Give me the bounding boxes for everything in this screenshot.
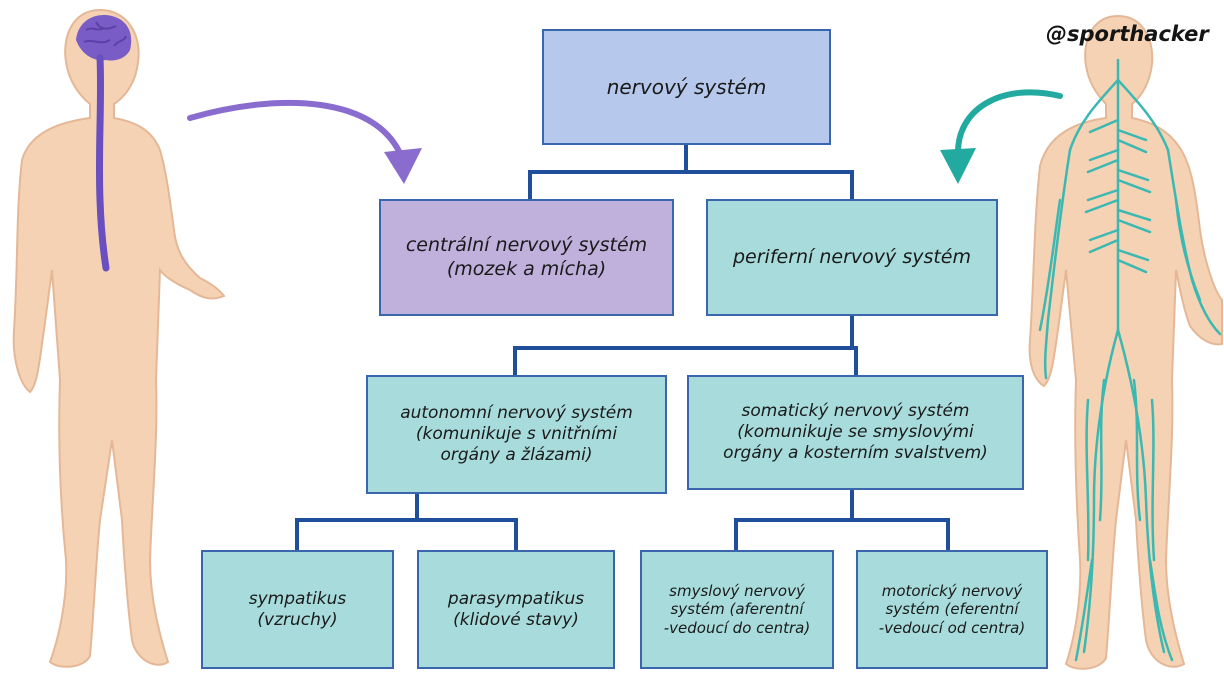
brain-folds bbox=[83, 21, 127, 47]
connector-pns-level2 bbox=[513, 316, 858, 376]
node-sympathetic-line-1: sympatikus bbox=[248, 588, 347, 609]
pns-arrow bbox=[940, 89, 1063, 184]
node-motor-line-3: -vedoucí od centra) bbox=[878, 618, 1026, 637]
node-ans-line-3: orgány a žlázami) bbox=[440, 444, 593, 465]
node-sns-line-1: somatický nervový systém bbox=[741, 401, 970, 422]
node-motor-nervous-system: motorický nervový systém (eferentní -ved… bbox=[856, 550, 1048, 669]
connector-ans-level3 bbox=[295, 494, 518, 550]
cns-human-figure bbox=[12, 8, 226, 668]
node-pns-line-1: periferní nervový systém bbox=[732, 245, 972, 268]
node-sympathetic-line-2: (vzruchy) bbox=[257, 609, 338, 630]
node-ans-line-1: autonomní nervový systém bbox=[400, 403, 633, 424]
node-central-nervous-system: centrální nervový systém (mozek a mícha) bbox=[379, 199, 674, 316]
connector-sns-level3 bbox=[734, 490, 950, 550]
connector-root-level1 bbox=[528, 145, 854, 200]
watermark: @sporthacker bbox=[1046, 22, 1209, 46]
node-motor-line-1: motorický nervový bbox=[881, 582, 1023, 601]
node-ans-line-2: (komunikuje s vnitřními bbox=[415, 424, 618, 445]
node-autonomic-nervous-system: autonomní nervový systém (komunikuje s v… bbox=[366, 375, 667, 494]
node-sns-line-3: orgány a kosterním svalstvem) bbox=[723, 442, 988, 463]
node-somatic-nervous-system: somatický nervový systém (komunikuje se … bbox=[687, 375, 1024, 490]
node-cns-line-2: (mozek a mícha) bbox=[446, 257, 607, 280]
brain-shape bbox=[76, 15, 132, 61]
node-sensory-line-3: -vedoucí do centra) bbox=[663, 618, 811, 637]
node-peripheral-nervous-system: periferní nervový systém bbox=[706, 199, 998, 316]
node-motor-line-2: systém (eferentní bbox=[885, 600, 1019, 619]
cns-figure-body bbox=[12, 8, 226, 668]
node-parasympathetic-line-1: parasympatikus bbox=[447, 588, 585, 609]
node-sensory-line-1: smyslový nervový bbox=[669, 582, 805, 601]
node-nervous-system: nervový systém bbox=[542, 29, 831, 145]
pns-human-figure bbox=[1028, 14, 1223, 670]
node-sensory-line-2: systém (aferentní bbox=[670, 600, 804, 619]
node-parasympathetic: parasympatikus (klidové stavy) bbox=[417, 550, 615, 669]
node-nervous-system-line-1: nervový systém bbox=[606, 74, 767, 99]
spinal-cord bbox=[95, 54, 110, 272]
node-sensory-nervous-system: smyslový nervový systém (aferentní -vedo… bbox=[640, 550, 834, 669]
node-sympathetic: sympatikus (vzruchy) bbox=[201, 550, 394, 669]
node-cns-line-1: centrální nervový systém bbox=[405, 234, 648, 257]
node-parasympathetic-line-2: (klidové stavy) bbox=[453, 609, 579, 630]
node-sns-line-2: (komunikuje se smyslovými bbox=[737, 422, 974, 443]
nerve-network bbox=[1038, 58, 1222, 662]
cns-arrow bbox=[187, 99, 422, 184]
